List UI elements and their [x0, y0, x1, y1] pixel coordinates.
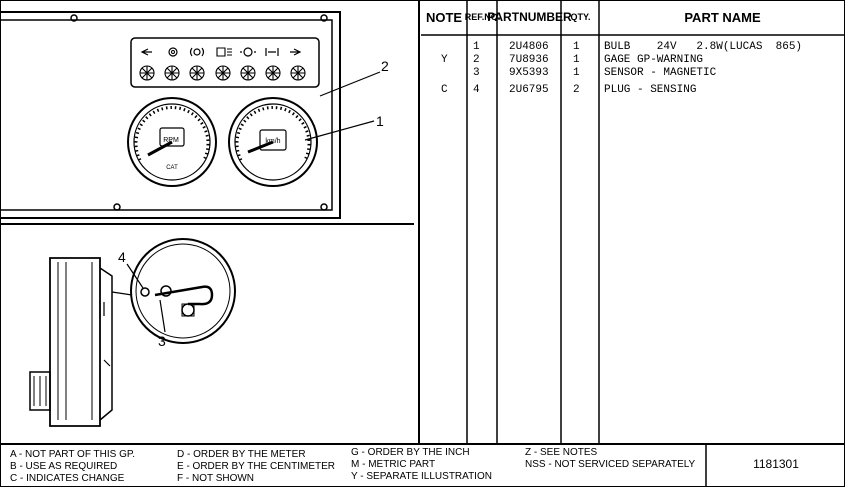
row-ref: 2	[473, 54, 480, 66]
legend-item: G - ORDER BY THE INCH	[351, 447, 470, 458]
header-note: NOTE	[425, 9, 463, 25]
instrument-panel	[0, 11, 381, 219]
sensor-detail	[29, 238, 236, 427]
header-part-number: PART NUMBER	[487, 1, 571, 34]
legend-item: B - USE AS REQUIRED	[10, 461, 118, 472]
cat-label: CAT	[166, 165, 178, 171]
row-qty: 1	[573, 67, 580, 79]
legend-column-4: Z - SEE NOTES NSS - NOT SERVICED SEPARAT…	[525, 447, 695, 471]
legend-item: E - ORDER BY THE CENTIMETER	[177, 461, 335, 472]
row-qty: 2	[573, 84, 580, 96]
row-part-number: 7U8936	[509, 54, 549, 66]
row-part-number: 2U6795	[509, 84, 549, 96]
header-ref-line2: NO.	[484, 11, 501, 22]
header-qty: QTY.	[570, 11, 591, 22]
catalog-number: 1181301	[753, 457, 799, 471]
legend-item: Y - SEPARATE ILLUSTRATION	[351, 471, 492, 482]
row-part-name: PLUG - SENSING	[604, 84, 697, 96]
legend-item: A - NOT PART OF THIS GP.	[10, 449, 136, 460]
legend-item: D - ORDER BY THE METER	[177, 449, 306, 460]
callout-4: 4	[118, 249, 126, 265]
row-part-name: GAGE GP-WARNING	[604, 54, 704, 66]
rpm-label: RPM	[163, 137, 179, 144]
row-part-number: 9X5393	[509, 67, 549, 79]
row-note: Y	[441, 54, 448, 66]
header-ref-no: REF. NO.	[464, 1, 501, 34]
legend-column-2: D - ORDER BY THE METER E - ORDER BY THE …	[177, 449, 335, 485]
legend-item: Z - SEE NOTES	[525, 447, 598, 458]
row-qty: 1	[573, 41, 580, 53]
legend-column-3: G - ORDER BY THE INCH M - METRIC PART Y …	[351, 447, 492, 483]
row-part-name: SENSOR - MAGNETIC	[604, 67, 717, 79]
callout-1: 1	[376, 113, 384, 129]
header-ref-line1: REF.	[464, 11, 485, 22]
legend-item: NSS - NOT SERVICED SEPARATELY	[525, 459, 696, 470]
row-ref: 4	[473, 84, 480, 96]
legend-item: M - METRIC PART	[351, 459, 436, 470]
row-note: C	[441, 84, 448, 96]
header-part-line2: NUMBER	[519, 10, 572, 25]
legend-column-1: A - NOT PART OF THIS GP. B - USE AS REQU…	[10, 449, 135, 485]
row-ref: 1	[473, 41, 480, 53]
row-part-name: BULB 24V 2.8W(LUCAS 865)	[604, 41, 803, 53]
legend-item: C - INDICATES CHANGE	[10, 473, 125, 484]
row-ref: 3	[473, 67, 480, 79]
callout-3: 3	[158, 333, 166, 349]
header-part-name: PART NAME	[684, 9, 761, 25]
kmh-label: km/h	[265, 138, 280, 145]
row-part-number: 2U4806	[509, 41, 549, 53]
legend-item: F - NOT SHOWN	[177, 473, 255, 484]
header-part-line1: PART	[487, 10, 520, 25]
callout-2: 2	[381, 58, 389, 74]
row-qty: 1	[573, 54, 580, 66]
